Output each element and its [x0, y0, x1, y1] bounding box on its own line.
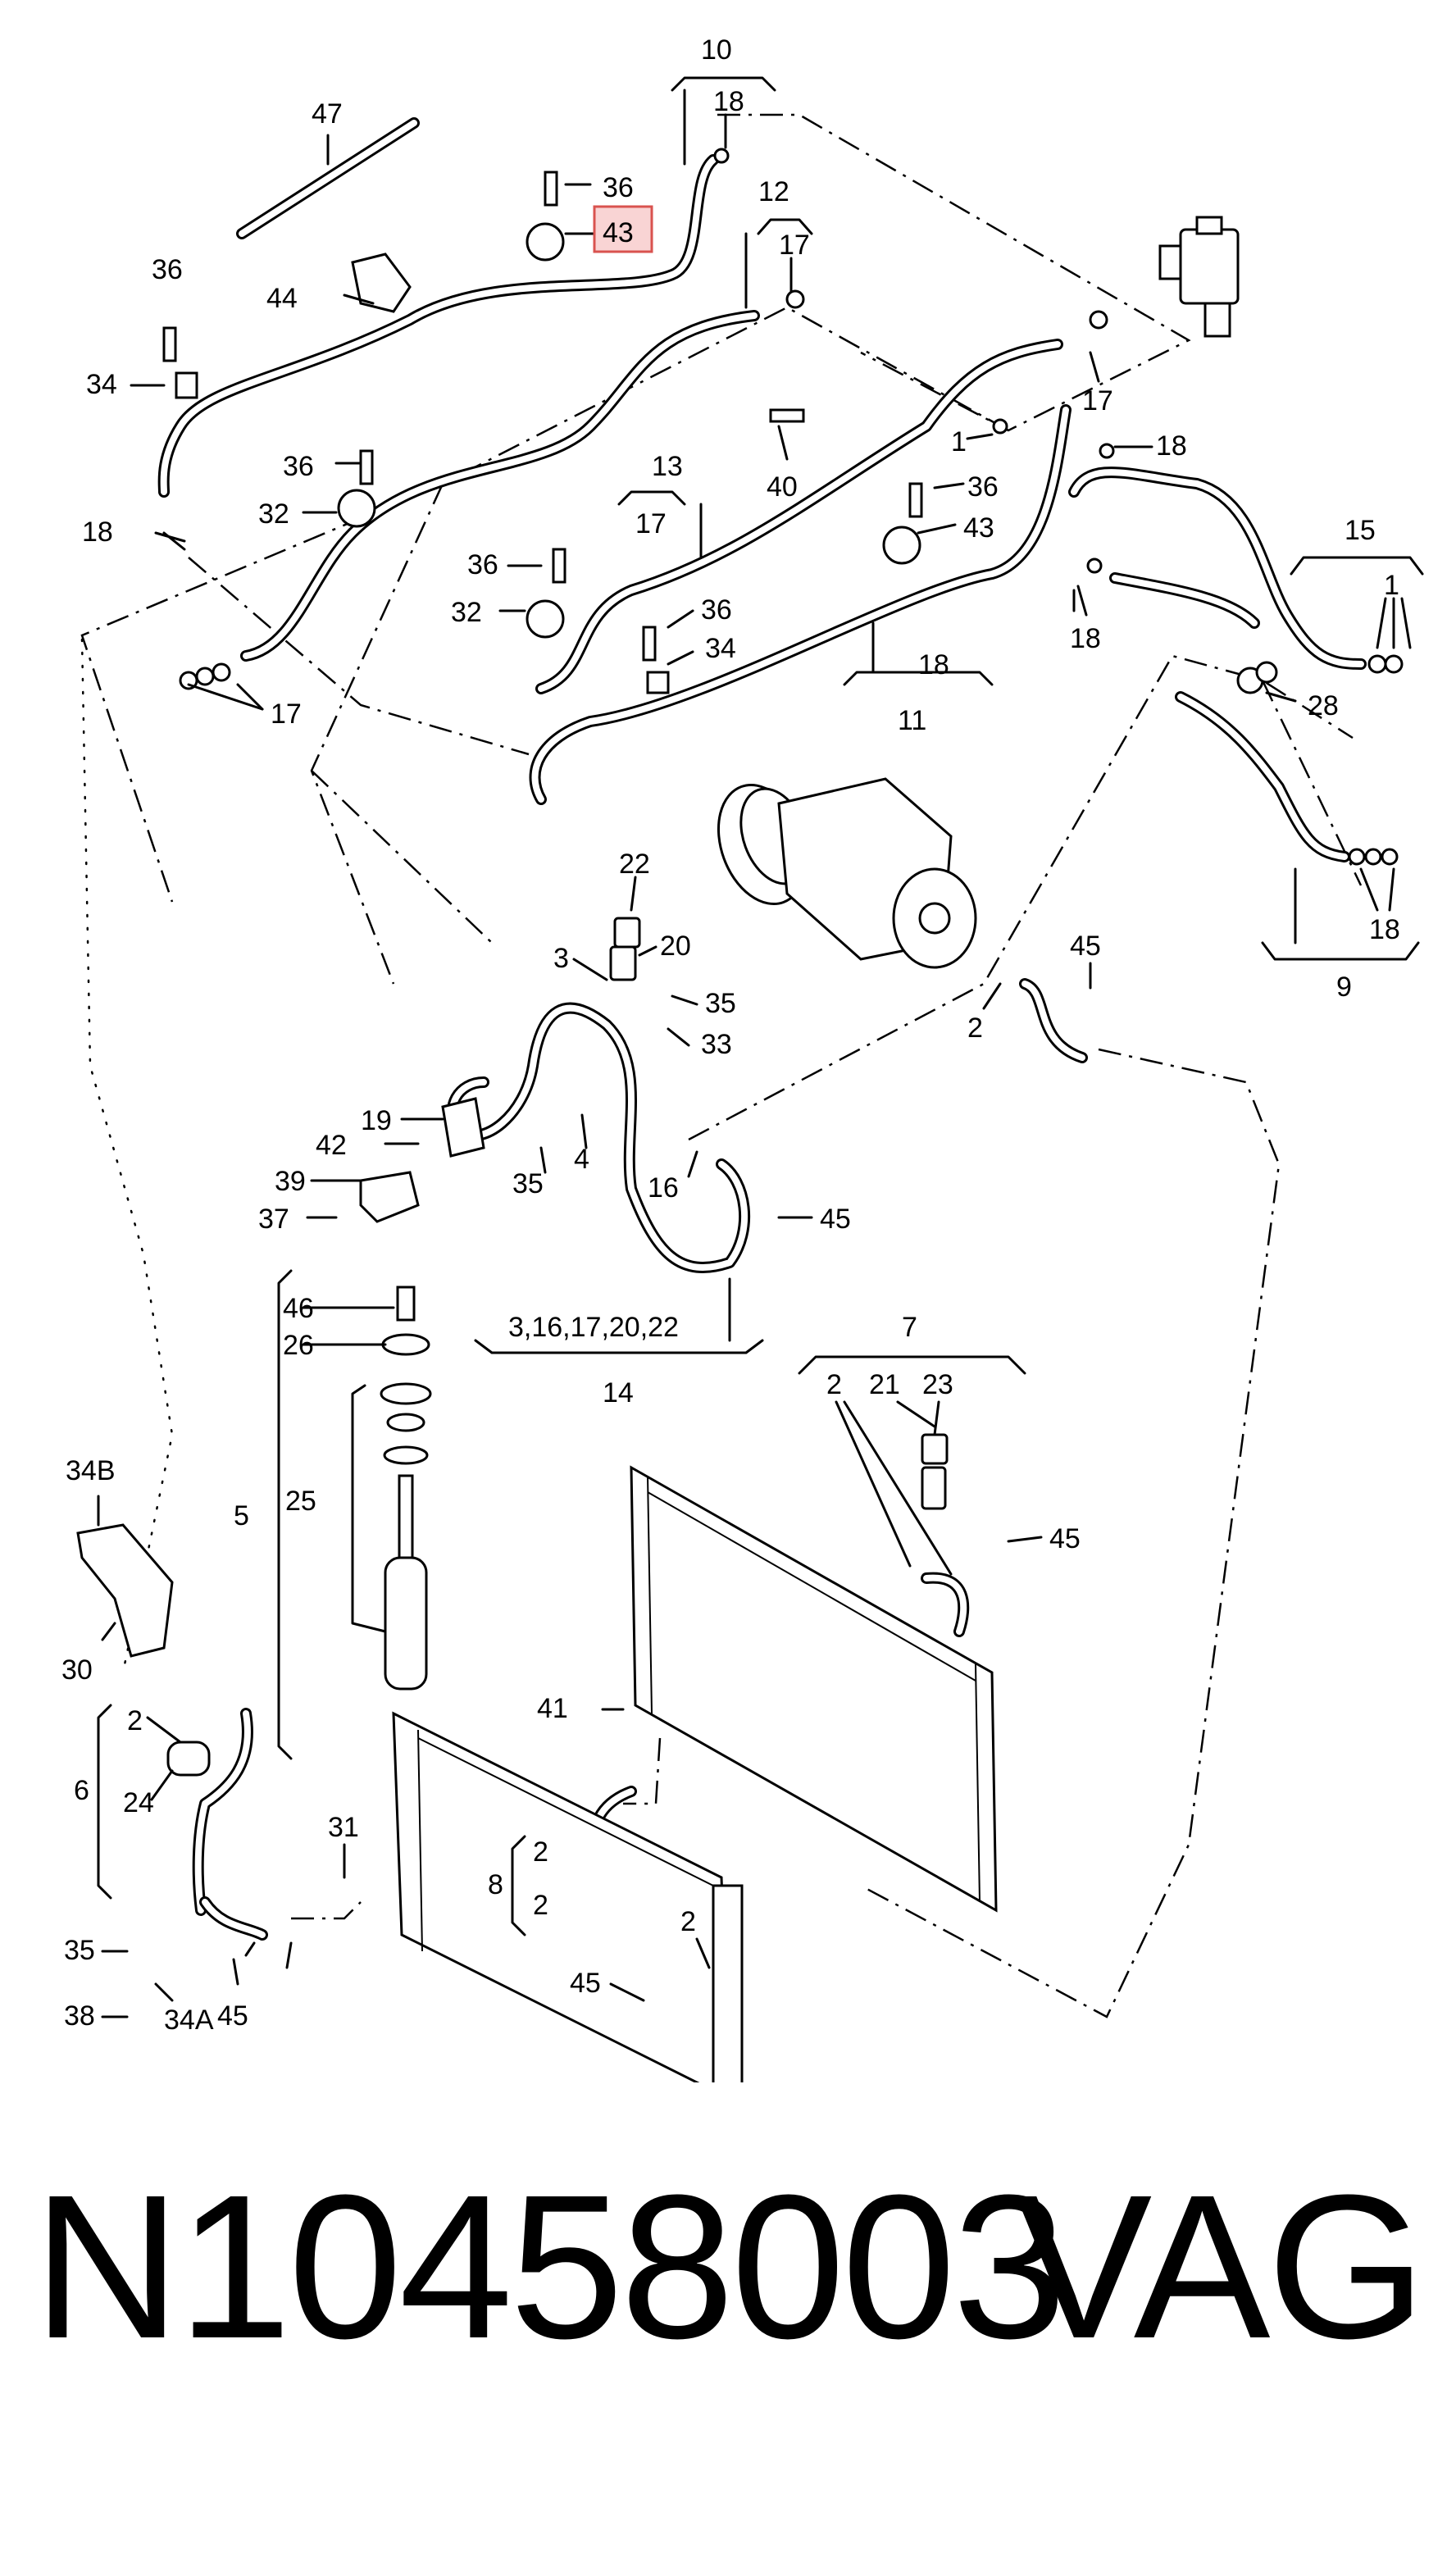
label-32: 32	[451, 597, 482, 628]
label-35: 35	[705, 988, 736, 1019]
label-5: 5	[234, 1500, 249, 1531]
label-45: 45	[570, 1968, 601, 1999]
callout-labels: 10 47 18 36 43 12 17 36 44 34 17 1 18 40…	[61, 34, 1400, 2036]
condenser	[392, 1711, 744, 2082]
receiver-drier	[380, 1286, 432, 1691]
label-2: 2	[680, 1906, 696, 1937]
label-14: 14	[603, 1377, 634, 1408]
label-10: 10	[701, 34, 732, 66]
label-34A: 34A	[164, 2005, 214, 2036]
label-35: 35	[512, 1168, 544, 1199]
label-23: 23	[922, 1369, 953, 1400]
label-22: 22	[619, 849, 650, 880]
label-8: 8	[488, 1869, 503, 1900]
label-36: 36	[283, 451, 314, 482]
label-21: 21	[869, 1369, 900, 1400]
label-43-highlighted: 43	[603, 217, 634, 248]
parts	[76, 148, 1404, 2082]
label-1: 1	[1384, 570, 1399, 601]
label-9: 9	[1336, 972, 1352, 1003]
label-26: 26	[283, 1330, 314, 1361]
label-43: 43	[963, 512, 994, 544]
label-41: 41	[537, 1693, 568, 1724]
label-35: 35	[64, 1935, 95, 1966]
label-4: 4	[574, 1144, 589, 1175]
label-45: 45	[217, 2000, 248, 2032]
label-2: 2	[533, 1890, 548, 1921]
label-18: 18	[1369, 914, 1400, 945]
label-45: 45	[1049, 1523, 1081, 1554]
label-28: 28	[1308, 690, 1339, 721]
label-17: 17	[1082, 385, 1113, 416]
label-17: 17	[779, 230, 810, 261]
label-17: 17	[271, 699, 302, 730]
label-2: 2	[826, 1369, 842, 1400]
label-44: 44	[266, 283, 298, 314]
label-18: 18	[1156, 430, 1187, 462]
label-40: 40	[767, 471, 798, 503]
label-30: 30	[61, 1654, 93, 1686]
label-45: 45	[1070, 931, 1101, 962]
label-14-group: 3,16,17,20,22	[508, 1312, 679, 1343]
radiator	[630, 1465, 998, 1913]
label-13: 13	[652, 451, 683, 482]
label-36: 36	[467, 549, 498, 580]
label-34B: 34B	[66, 1455, 116, 1486]
label-17: 17	[635, 508, 667, 539]
label-36: 36	[967, 471, 999, 503]
highlight-box-43	[593, 205, 653, 253]
label-18: 18	[1070, 623, 1101, 654]
label-18: 18	[82, 517, 113, 548]
label-47: 47	[312, 98, 343, 130]
label-36: 36	[701, 594, 732, 626]
label-31: 31	[328, 1812, 359, 1843]
compressor	[717, 777, 977, 969]
label-24: 24	[123, 1787, 154, 1818]
label-18: 18	[918, 649, 949, 680]
label-34: 34	[86, 369, 117, 400]
label-1: 1	[951, 426, 967, 457]
label-25: 25	[285, 1486, 316, 1517]
label-12: 12	[758, 176, 789, 207]
label-15: 15	[1345, 515, 1376, 546]
label-18: 18	[713, 86, 744, 117]
leader-lines	[97, 76, 1424, 2018]
label-6: 6	[74, 1775, 89, 1806]
brand-name: VAG	[1015, 2152, 1426, 2381]
label-20: 20	[660, 931, 691, 962]
label-37: 37	[258, 1204, 289, 1235]
label-2: 2	[127, 1705, 143, 1736]
label-45: 45	[820, 1204, 851, 1235]
label-38: 38	[64, 2000, 95, 2032]
label-46: 46	[283, 1293, 314, 1324]
label-19: 19	[361, 1105, 392, 1136]
label-36: 36	[603, 172, 634, 203]
label-42: 42	[316, 1130, 347, 1161]
label-33: 33	[701, 1029, 732, 1060]
label-3: 3	[553, 943, 569, 974]
label-11: 11	[898, 705, 926, 736]
label-39: 39	[275, 1166, 306, 1197]
label-32: 32	[258, 498, 289, 530]
label-2: 2	[967, 1013, 983, 1044]
part-number: N10458003	[33, 2152, 1067, 2381]
label-36: 36	[152, 254, 183, 285]
label-34: 34	[705, 633, 736, 664]
label-7: 7	[902, 1312, 917, 1343]
ac-system-exploded-diagram: 10 47 18 36 43 12 17 36 44 34 17 1 18 40…	[61, 34, 1424, 2082]
label-2: 2	[533, 1836, 548, 1868]
label-16: 16	[648, 1172, 679, 1204]
